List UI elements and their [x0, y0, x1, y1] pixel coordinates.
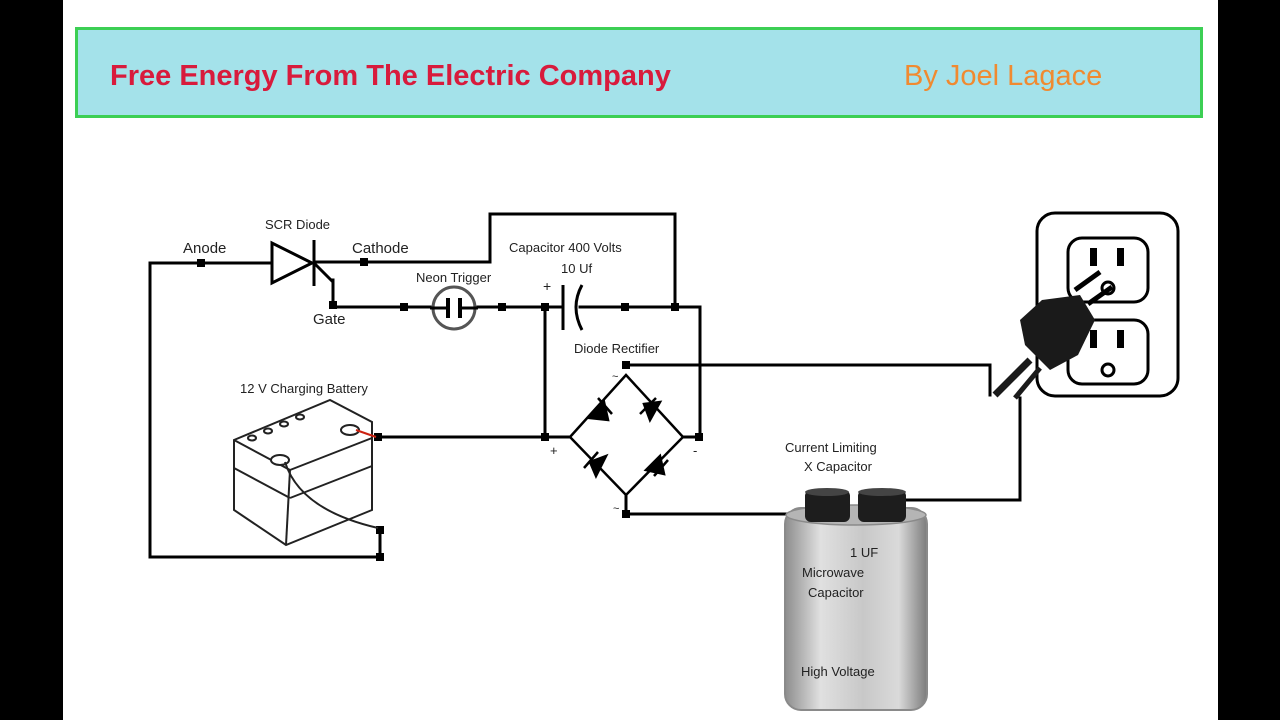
capacitor-value-label: 10 Uf [561, 261, 592, 276]
diode-rectifier-label: Diode Rectifier [574, 341, 660, 356]
microwave-cap-label-3: High Voltage [801, 664, 875, 679]
rectifier-minus-sign: - [693, 443, 697, 458]
wire-junctions [197, 258, 703, 561]
cathode-label: Cathode [352, 240, 409, 257]
capacitor-label: Capacitor 400 Volts [509, 240, 622, 255]
scr-diode-icon [270, 240, 335, 286]
battery-label: 12 V Charging Battery [240, 381, 368, 396]
title-banner [75, 27, 1203, 118]
battery-icon [233, 398, 379, 547]
plug-icon [992, 269, 1114, 400]
microwave-capacitor-icon [784, 488, 928, 711]
neon-trigger-label: Neon Trigger [416, 270, 492, 285]
microwave-cap-label-1: Microwave [802, 565, 864, 580]
bridge-rectifier-icon [568, 373, 685, 497]
x-capacitor-label: X Capacitor [804, 459, 873, 474]
gate-label: Gate [313, 311, 346, 328]
microwave-cap-value: 1 UF [850, 545, 878, 560]
diagram-labels: SCR Diode Anode Cathode Gate Neon Trigge… [183, 217, 878, 679]
microwave-cap-label-2: Capacitor [808, 585, 864, 600]
neon-lamp-icon [430, 285, 478, 331]
capacitor-icon [561, 284, 584, 331]
rectifier-ac-top: ~ [612, 371, 618, 383]
rectifier-plus-sign: + [550, 443, 558, 458]
page-title: Free Energy From The Electric Company [110, 60, 671, 92]
anode-label: Anode [183, 240, 226, 257]
capacitor-plus-sign: + [543, 278, 551, 294]
author-credit: By Joel Lagace [904, 60, 1103, 92]
scr-diode-label: SCR Diode [265, 217, 330, 232]
current-limiting-label: Current Limiting [785, 440, 877, 455]
rectifier-ac-bottom: ~ [613, 503, 619, 515]
